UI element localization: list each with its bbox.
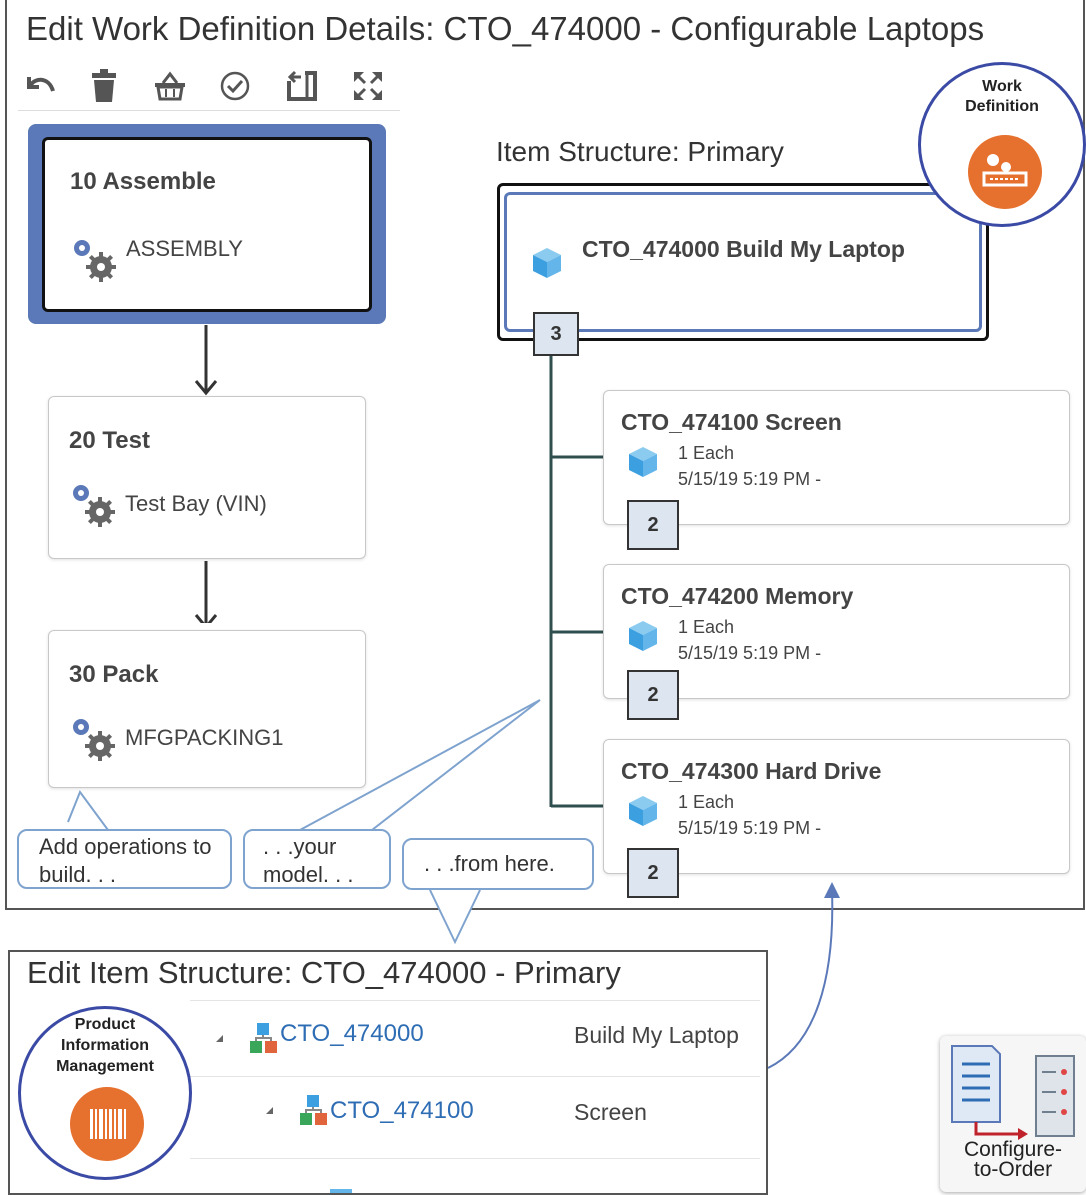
component-card-memory[interactable]: CTO_474200 Memory 1 Each 5/15/19 5:19 PM… [603,564,1070,699]
child-count-badge[interactable]: 3 [533,312,579,356]
tile-label-line2: to-Order [973,1158,1053,1181]
cut-off-row [330,1179,520,1193]
structure-tree-lines [549,356,604,808]
component-date: 5/15/19 5:19 PM - [678,643,822,663]
item-structure-title: Item Structure: Primary [496,136,784,167]
gears-icon [73,719,115,761]
item-cube-icon [629,621,657,651]
root-item-label: CTO_474000 Build My Laptop [582,236,905,262]
operation-title: 20 Test [69,427,150,454]
structure-item-icon [300,1095,327,1125]
operation-resource: Test Bay (VIN) [125,491,267,516]
pim-badge: Product Information Management [18,1006,192,1180]
component-date: 5/15/19 5:19 PM - [678,818,822,838]
badge-line: Management [56,1058,154,1075]
callout-add-operations: Add operations to build. . . [17,829,232,889]
child-count-badge[interactable]: 2 [627,500,679,550]
badge-line: Product [74,1016,136,1033]
component-quantity: 1 Each [678,443,735,463]
component-title: CTO_474300 Hard Drive [621,758,882,784]
collapse-icon[interactable] [266,1107,273,1114]
basket-icon[interactable] [150,66,190,106]
badge-line: Work [982,78,1022,95]
root-item-card[interactable] [497,183,989,341]
child-count-badge[interactable]: 2 [627,670,679,720]
component-quantity: 1 Each [678,617,735,637]
item-cube-icon [629,796,657,826]
work-definition-badge: Work Definition [918,62,1086,227]
gears-icon [73,485,115,527]
configure-to-order-icon [951,1045,1075,1140]
item-link[interactable]: CTO_474000 [280,1020,424,1047]
operation-card-test[interactable]: 20 Test Test Bay (VIN) [48,396,366,559]
component-card-hard-drive[interactable]: CTO_474300 Hard Drive 1 Each 5/15/19 5:1… [603,739,1070,874]
collapse-icon[interactable] [216,1035,223,1042]
operation-card-pack[interactable]: 30 Pack MFGPACKING1 [48,630,366,788]
badge-line: Information [61,1037,149,1054]
badge-line: Definition [965,98,1039,115]
edit-item-structure-panel [8,950,768,1195]
operation-card-assemble[interactable]: 10 Assemble ASSEMBLY [42,137,372,312]
operation-title: 10 Assemble [70,168,216,195]
child-count-badge[interactable]: 2 [627,848,679,898]
table-row[interactable]: CTO_474000 Build My Laptop [190,1000,760,1077]
root-item-selection [504,192,982,332]
operation-title: 30 Pack [69,661,159,688]
operation-resource: ASSEMBLY [126,236,243,261]
component-card-screen[interactable]: CTO_474100 Screen 1 Each 5/15/19 5:19 PM… [603,390,1070,525]
table-row[interactable]: CTO_474100 Screen [190,1076,760,1159]
barcode-icon [70,1087,144,1161]
component-title: CTO_474100 Screen [621,409,842,435]
configure-to-order-tile: Configure- to-Order [940,1036,1086,1192]
undo-icon[interactable] [20,66,60,106]
link-arrow [767,882,840,1069]
item-description: Build My Laptop [574,1022,739,1048]
toolbar [18,62,400,111]
component-date: 5/15/19 5:19 PM - [678,469,822,489]
work-definition-icon [968,135,1042,209]
page-title: Edit Work Definition Details: CTO_474000… [26,10,985,47]
expand-icon[interactable] [348,66,388,106]
work-definition-panel [5,0,1085,910]
delete-icon[interactable] [84,66,124,106]
component-title: CTO_474200 Memory [621,583,854,609]
item-link[interactable]: CTO_474100 [330,1097,474,1124]
edit-item-structure-title: Edit Item Structure: CTO_474000 - Primar… [27,955,621,990]
item-cube-icon [629,447,657,477]
item-description: Screen [574,1099,647,1125]
export-icon[interactable] [282,66,322,106]
item-cube-icon [533,248,561,278]
callout-from-here: . . .from here. [402,838,594,890]
operation-resource: MFGPACKING1 [125,725,284,750]
operation-flow-arrows [194,325,218,623]
callout-your-model: . . .your model. . . [243,829,391,889]
check-circle-icon[interactable] [215,66,255,106]
callout-pointers [67,699,541,945]
structure-item-icon [250,1023,277,1053]
tile-label-line1: Configure- [963,1138,1063,1161]
gears-icon [74,240,116,282]
component-quantity: 1 Each [678,792,735,812]
table-row-partial[interactable] [190,1158,760,1193]
